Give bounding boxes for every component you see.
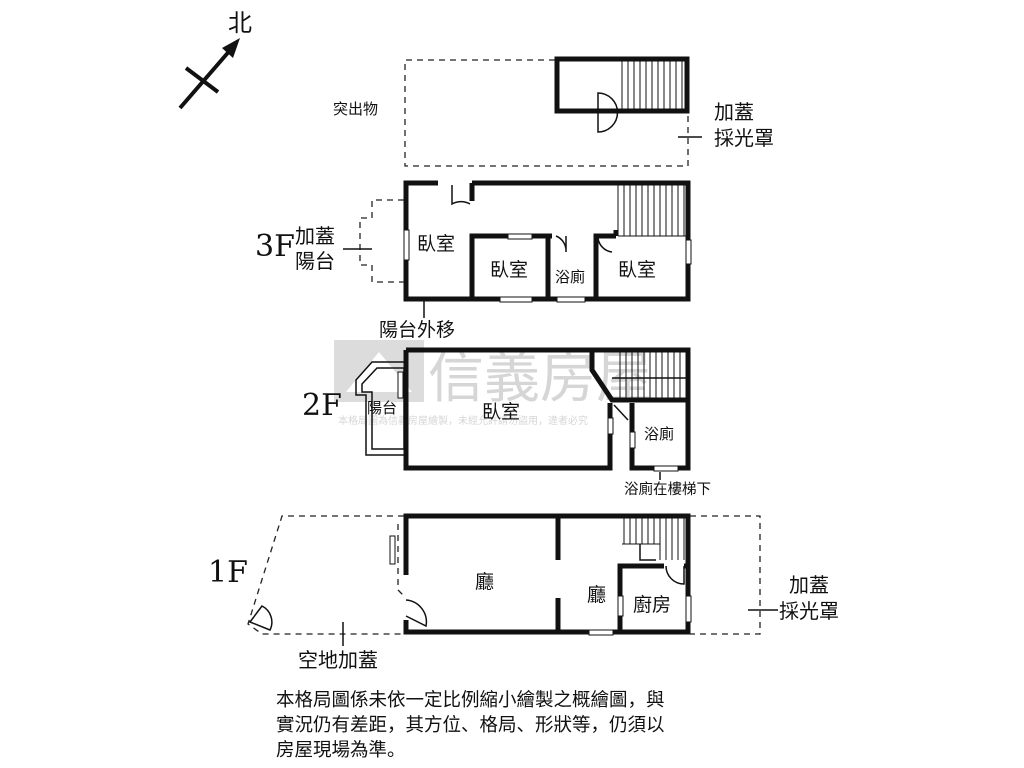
disclaimer-line: 房屋現場為準。 (276, 740, 406, 761)
floor-2-bath-door-icon (613, 404, 629, 421)
yard-label: 空地加蓋 (298, 648, 378, 672)
disclaimer-line: 實況仍有差距，其方位、格局、形狀等，仍須以 (276, 715, 665, 736)
protrusion-label: 突出物 (333, 100, 378, 118)
floor-3-bath-door-icon (555, 235, 567, 253)
floor-3-window (403, 229, 410, 261)
floor-3-plan (343, 180, 692, 318)
floor-3-balcony-label-2: 陽台 (295, 249, 335, 273)
floor-1-kitchen-door-icon (665, 565, 685, 585)
roof-stair-icon (621, 61, 683, 109)
floor-2-stair-icon (612, 352, 688, 398)
floor-1-window (685, 595, 692, 623)
floor-3-window (499, 296, 533, 303)
floor-3-label: 3F (255, 229, 295, 264)
floor-1-skylight-label-1: 加蓋 (789, 573, 829, 597)
floor-1-room-label: 廳 (587, 584, 606, 606)
floor-3-window (507, 233, 533, 240)
watermark-notice: 本格局圖為信義房屋繪製，未經允許請勿盜用，違者必究 (338, 414, 588, 427)
floor-1-outer-walls (403, 513, 691, 635)
floor-2-walls (403, 350, 613, 471)
floor-2-room-label: 陽台 (367, 399, 397, 417)
floor-1-skylight-outline (690, 515, 761, 635)
floor-2-label: 2F (302, 388, 342, 423)
disclaimer: 本格局圖係未依一定比例縮小繪製之概繪圖，與 實況仍有差距，其方位、格局、形狀等，… (276, 688, 756, 763)
floor-2-bath-note: 浴廁在樓梯下 (624, 480, 711, 498)
north-arrow-icon (178, 38, 240, 110)
floor-1-label: 1F (208, 555, 248, 590)
floor-1-stair-icon (622, 518, 685, 561)
floor-2-stair-walls (589, 350, 688, 403)
roof-protrusion-outline (404, 59, 689, 167)
floor-1-window (588, 629, 614, 636)
floor-3-added-balcony-outline (359, 199, 404, 283)
floor-2-window (653, 465, 679, 472)
floor-3-bath-walls (593, 233, 616, 299)
roof-skylight-label-1: 加蓋 (714, 100, 754, 124)
floor-3-window (556, 296, 586, 303)
roof-skylight-label-2: 採光罩 (714, 126, 774, 150)
floor-1-yard-outline (247, 515, 404, 635)
floor-1-gate-icon (248, 605, 273, 631)
floor-2-room-label: 浴廁 (644, 425, 674, 443)
floor-3-door-icon (451, 185, 471, 206)
floor-3-room-label: 臥室 (417, 233, 455, 255)
roof-plan (404, 56, 702, 167)
balcony-moved-label: 陽台外移 (379, 319, 455, 341)
floor-1-entry-door-icon (405, 599, 428, 628)
floor-2-room-label: 臥室 (482, 401, 520, 423)
floor-1-skylight-label-2: 採光罩 (779, 599, 839, 623)
floor-2-plan (355, 347, 691, 472)
floor-3-window (685, 239, 692, 265)
roof-door-icon (597, 92, 619, 133)
floor-3-room-label: 浴廁 (555, 268, 585, 286)
floor-2-balcony-outline (355, 361, 406, 456)
floor-3-room-label: 臥室 (618, 259, 656, 281)
roof-stair-structure (554, 56, 690, 114)
floor-2-window (629, 431, 636, 449)
watermark-logo-roof-icon (346, 352, 412, 392)
floor-2-window (607, 417, 614, 435)
floor-1-room-label: 廚房 (633, 593, 671, 616)
disclaimer-line: 本格局圖係未依一定比例縮小繪製之概繪圖，與 (276, 690, 665, 711)
compass-label: 北 (228, 9, 252, 37)
floor-3-bedroom-door-icon (597, 237, 613, 253)
floor-1-room-label: 廳 (475, 571, 494, 593)
floor-2-window (397, 371, 404, 399)
floor-1-window (617, 595, 624, 617)
floor-3-balcony-label-1: 加蓋 (295, 224, 335, 248)
floor-1-plan (247, 513, 778, 646)
floor-3-room-label: 臥室 (490, 259, 528, 281)
floor-3-stair-icon (617, 185, 686, 237)
floor-1-window (389, 535, 396, 565)
